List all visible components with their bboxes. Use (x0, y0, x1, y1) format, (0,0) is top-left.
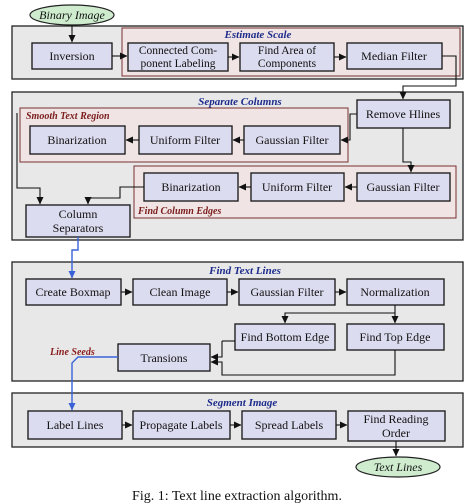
label-label-lines: Label Lines (47, 418, 104, 432)
arrow-bottom-to-transions-b (210, 341, 223, 361)
label-transions: Transions (141, 351, 188, 365)
label-separators-line1: Column (59, 207, 98, 221)
label-binarization-2: Binarization (161, 180, 220, 194)
box-median-filter (346, 42, 443, 70)
label-gaussian-filter-3: Gaussian Filter (251, 285, 324, 299)
box-transions (117, 343, 211, 372)
label-remove-hlines: Remove Hlines (366, 107, 441, 121)
label-ccl-line2: ponent Labeling (140, 58, 215, 70)
arrow-median-to-remove-hlines (399, 55, 457, 100)
label-reading-line1: Find Reading (364, 412, 429, 426)
box-inversion (31, 42, 113, 70)
label-binarization-1: Binarization (47, 133, 106, 147)
arrow-hlines-to-gaussian-1 (340, 113, 357, 144)
arrow-normalization-to-bottom (281, 305, 396, 324)
label-ccl-line1: Connected Com- (139, 45, 217, 57)
label-median-filter: Median Filter (361, 49, 427, 63)
arrow-transions-to-label-lines (68, 356, 118, 411)
label-spread-labels: Spread Labels (255, 418, 324, 432)
arrow-hlines-to-gaussian-2 (402, 128, 415, 173)
box-spread-labels (241, 410, 337, 440)
box-gaussian-filter-1 (243, 125, 341, 155)
arrow-separators-to-boxmap (68, 237, 79, 279)
box-binarization-2 (143, 172, 239, 202)
label-area-line2: Components (258, 58, 317, 70)
box-gaussian-filter-2 (356, 172, 451, 202)
section-title-estimate-scale: Estimate Scale (224, 29, 292, 41)
box-uniform-filter-2 (250, 172, 345, 202)
label-reading-line2: Order (382, 426, 410, 440)
subsection-title-edges: Find Column Edges (137, 206, 221, 217)
label-uniform-filter-2: Uniform Filter (262, 180, 332, 194)
label-clean-image: Clean Image (150, 285, 211, 299)
label-uniform-filter-1: Uniform Filter (150, 133, 220, 147)
box-normalization (346, 278, 445, 306)
box-find-reading-order (347, 410, 446, 442)
label-inversion: Inversion (49, 49, 94, 63)
label-area-line1: Find Area of (258, 45, 316, 57)
section-title-separate-columns: Separate Columns (198, 96, 281, 108)
label-find-top-edge: Find Top Edge (360, 330, 431, 344)
section-title-find-text-lines: Find Text Lines (208, 265, 281, 277)
label-find-bottom-edge: Find Bottom Edge (241, 330, 330, 344)
label-normalization: Normalization (360, 285, 429, 299)
label-separators-line2: Separators (53, 221, 104, 235)
box-column-separators (25, 204, 131, 238)
label-propagate-labels: Propagate Labels (140, 418, 223, 432)
label-gaussian-filter-1: Gaussian Filter (256, 133, 329, 147)
box-connected-component-labeling (127, 42, 229, 72)
box-remove-hlines (356, 99, 451, 129)
box-find-top-edge (346, 323, 445, 351)
arrow-edges-to-separators (84, 186, 144, 205)
end-label: Text Lines (374, 460, 423, 474)
arrow-binarization-to-separators (16, 113, 44, 205)
box-find-area (239, 42, 335, 72)
label-create-boxmap: Create Boxmap (36, 285, 111, 299)
figure-caption: Fig. 1: Text line extraction algorithm. (132, 489, 342, 503)
box-find-bottom-edge (234, 323, 336, 351)
section-title-segment-image: Segment Image (207, 397, 278, 409)
box-uniform-filter-1 (138, 125, 233, 155)
subsection-title-smooth: Smooth Text Region (26, 111, 110, 122)
label-gaussian-filter-2: Gaussian Filter (367, 180, 440, 194)
box-binarization-1 (29, 125, 126, 155)
start-label: Binary Image (39, 8, 105, 22)
line-seeds-label: Line Seeds (49, 347, 95, 358)
arrow-top-to-transions (210, 350, 396, 376)
connector-arrows (16, 25, 457, 457)
end-terminal (355, 456, 441, 478)
